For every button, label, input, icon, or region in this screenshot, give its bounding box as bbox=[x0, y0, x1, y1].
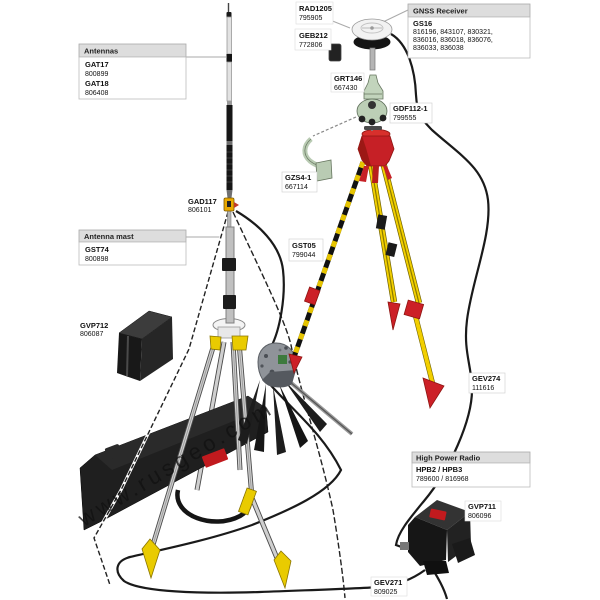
svg-text:111616: 111616 bbox=[472, 385, 494, 392]
svg-text:GNSS Receiver: GNSS Receiver bbox=[413, 7, 468, 16]
svg-text:772806: 772806 bbox=[299, 42, 322, 49]
svg-text:HPB2 / HPB3: HPB2 / HPB3 bbox=[416, 465, 462, 474]
svg-text:GEB212: GEB212 bbox=[299, 31, 328, 40]
svg-text:789600 / 816968: 789600 / 816968 bbox=[416, 476, 469, 483]
svg-text:High Power Radio: High Power Radio bbox=[416, 454, 481, 463]
svg-text:667430: 667430 bbox=[334, 85, 357, 92]
svg-text:806087: 806087 bbox=[80, 331, 103, 338]
svg-text:799044: 799044 bbox=[292, 252, 315, 259]
svg-text:GAD117: GAD117 bbox=[188, 197, 217, 206]
svg-text:836033, 836038: 836033, 836038 bbox=[413, 45, 464, 52]
svg-text:GST05: GST05 bbox=[292, 241, 316, 250]
svg-text:809025: 809025 bbox=[374, 589, 397, 596]
svg-text:GAT18: GAT18 bbox=[85, 79, 109, 88]
svg-text:GDF112-1: GDF112-1 bbox=[393, 104, 428, 113]
svg-text:795905: 795905 bbox=[299, 15, 322, 22]
svg-text:816196, 843107, 830321,: 816196, 843107, 830321, bbox=[413, 29, 493, 36]
svg-text:Antenna mast: Antenna mast bbox=[84, 232, 134, 241]
svg-text:806408: 806408 bbox=[85, 90, 108, 97]
svg-text:836016, 836018, 836076,: 836016, 836018, 836076, bbox=[413, 37, 493, 44]
svg-text:GST74: GST74 bbox=[85, 245, 110, 254]
svg-text:GRT146: GRT146 bbox=[334, 74, 362, 83]
svg-text:GEV274: GEV274 bbox=[472, 374, 501, 383]
svg-text:667114: 667114 bbox=[285, 184, 308, 191]
svg-text:GEV271: GEV271 bbox=[374, 578, 402, 587]
svg-text:806096: 806096 bbox=[468, 513, 491, 520]
svg-text:GZS4-1: GZS4-1 bbox=[285, 173, 311, 182]
svg-text:Antennas: Antennas bbox=[84, 47, 118, 56]
svg-text:RAD1205: RAD1205 bbox=[299, 4, 332, 13]
svg-text:800899: 800899 bbox=[85, 71, 108, 78]
svg-text:806101: 806101 bbox=[188, 207, 211, 214]
svg-text:GVP711: GVP711 bbox=[468, 502, 496, 511]
svg-text:GVP712: GVP712 bbox=[80, 321, 108, 330]
svg-text:799555: 799555 bbox=[393, 115, 416, 122]
svg-text:GAT17: GAT17 bbox=[85, 60, 109, 69]
svg-text:800898: 800898 bbox=[85, 256, 108, 263]
svg-text:GS16: GS16 bbox=[413, 19, 432, 28]
